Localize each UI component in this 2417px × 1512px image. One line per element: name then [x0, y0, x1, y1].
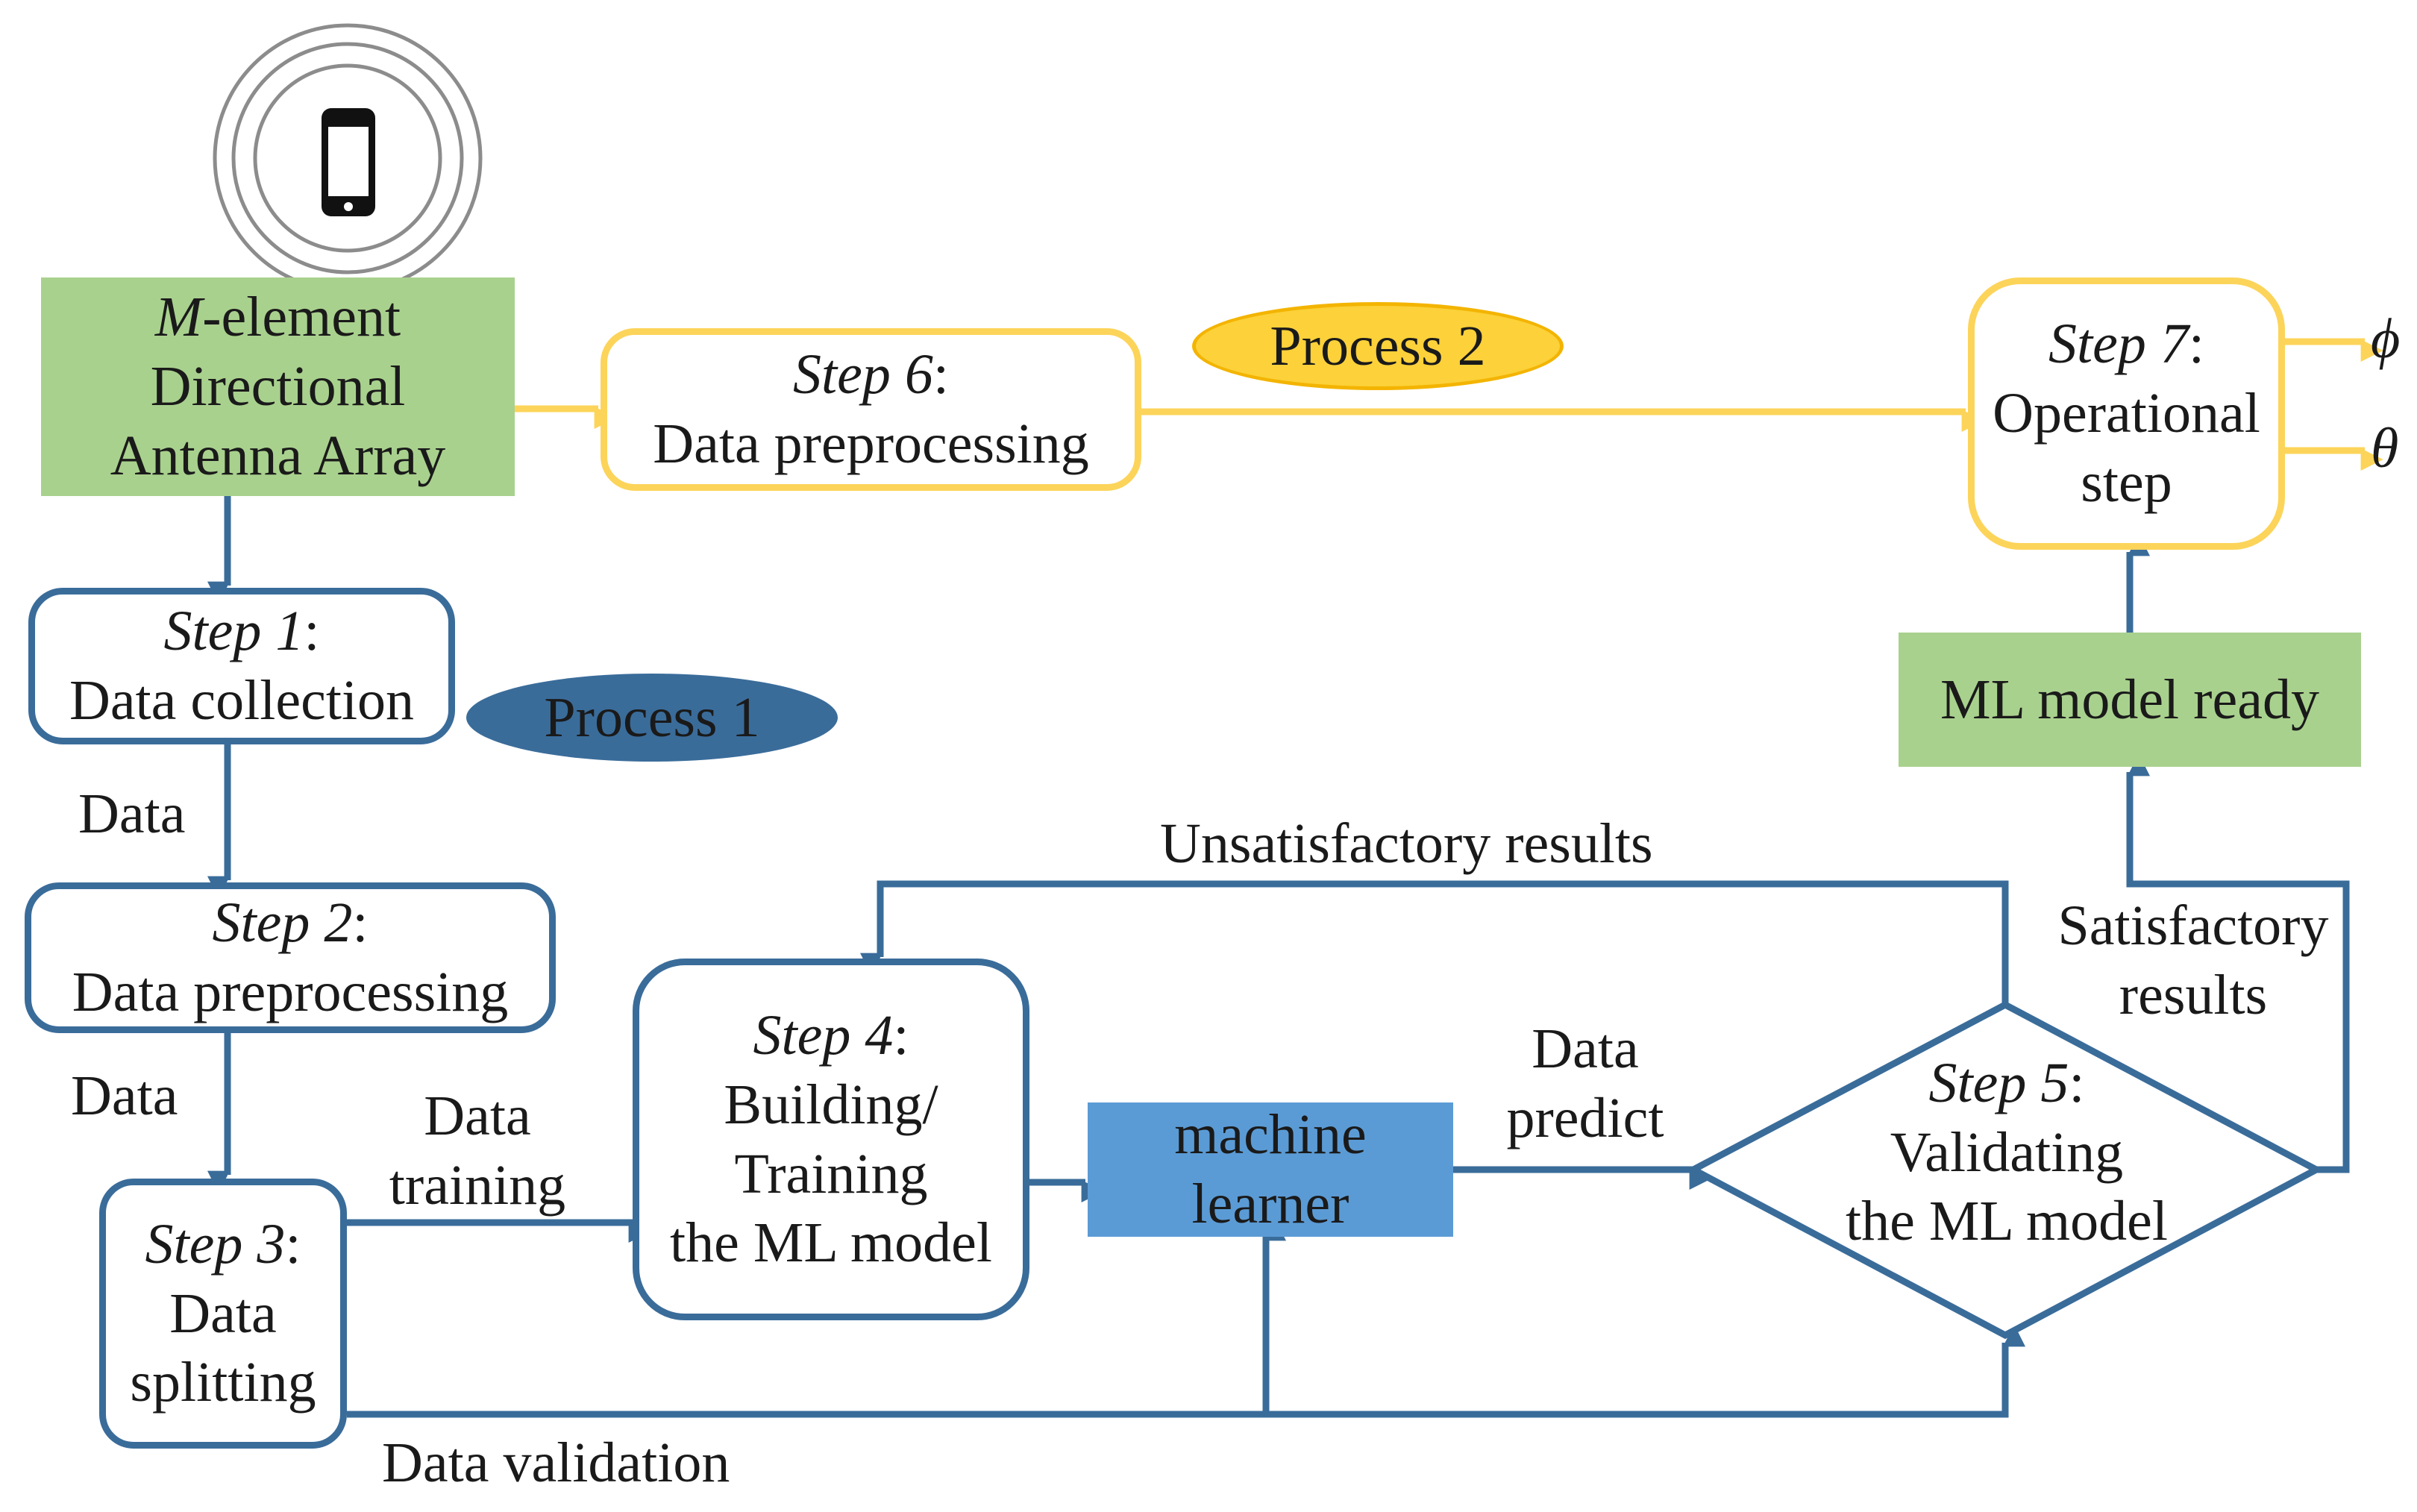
antenna-line3: Antenna Array	[110, 424, 446, 487]
process1-badge: Process 1	[466, 674, 838, 762]
label-data-training: Data training	[377, 1082, 578, 1220]
ml-ready-label: ML model ready	[1940, 668, 2319, 731]
step7-title: Step 7:	[2048, 313, 2204, 376]
step6-desc: Data preprocessing	[653, 412, 1089, 475]
step4-title: Step 4:	[753, 1004, 909, 1067]
output-theta: θ	[2371, 417, 2399, 480]
step3-line3: splitting	[130, 1351, 316, 1414]
step3-title: Step 3:	[145, 1212, 301, 1276]
step1-title: Step 1:	[163, 600, 320, 663]
step4-box: Step 4: Building/ Training the ML model	[633, 959, 1029, 1320]
step1-box: Step 1: Data collection	[28, 588, 455, 744]
smartphone-icon	[322, 108, 375, 216]
learner-line2: learner	[1191, 1173, 1349, 1235]
process2-badge: Process 2	[1192, 302, 1564, 390]
output-phi: ϕ	[2371, 307, 2401, 370]
label-data-2: Data	[71, 1064, 178, 1127]
step5-text: Step 5: Validating the ML model	[1783, 1041, 2231, 1264]
step6-box: Step 6: Data preprocessing	[601, 328, 1141, 491]
label-satisfactory-line1: Satisfactory	[2057, 894, 2329, 957]
yellow-connectors	[515, 338, 2383, 471]
process2-label: Process 2	[1270, 314, 1486, 377]
label-data-predict-line2: predict	[1506, 1086, 1664, 1149]
step6-title: Step 6:	[793, 343, 949, 407]
step4-line4: the ML model	[670, 1211, 992, 1275]
antenna-line2: Directional	[150, 355, 406, 418]
blue-connectors	[207, 496, 2350, 1418]
label-satisfactory-line2: results	[2119, 963, 2268, 1026]
machine-learner-box: machine learner	[1088, 1102, 1453, 1237]
step4-line3: Training	[734, 1142, 928, 1205]
antenna-line1: M-element	[154, 286, 401, 349]
arrow-unsatisfactory-loop	[860, 880, 2009, 1005]
step2-box: Step 2: Data preprocessing	[25, 882, 556, 1033]
ml-model-ready-box: ML model ready	[1899, 633, 2361, 767]
arrow-validation-to-step5	[347, 1324, 2025, 1418]
step7-line3: step	[2081, 451, 2172, 514]
label-satisfactory: Satisfactory results	[2040, 891, 2346, 1029]
label-data-predict: Data predict	[1496, 1014, 1675, 1152]
antenna-array-box: M-element Directional Antenna Array	[41, 277, 515, 496]
label-data-validation: Data validation	[382, 1431, 730, 1494]
step2-title: Step 2:	[212, 891, 369, 955]
step5-line3: the ML model	[1846, 1190, 2168, 1253]
arrow-satisfactory-to-ready	[2126, 753, 2350, 1173]
step5-title: Step 5:	[1928, 1051, 2085, 1114]
step3-line2: Data	[169, 1282, 277, 1345]
label-data-1: Data	[78, 782, 186, 845]
label-data-training-line1: Data	[424, 1085, 531, 1147]
label-unsatisfactory: Unsatisfactory results	[1160, 812, 1653, 875]
step5-diamond	[1686, 1000, 2324, 1340]
step7-line2: Operational	[1993, 382, 2260, 445]
step4-line2: Building/	[724, 1073, 938, 1136]
step2-desc: Data preprocessing	[72, 961, 509, 1023]
step1-desc: Data collection	[69, 669, 415, 732]
step7-box: Step 7: Operational step	[1968, 277, 2285, 550]
process1-label: Process 1	[544, 686, 760, 749]
step3-box: Step 3: Data splitting	[99, 1179, 347, 1449]
label-data-training-line2: training	[389, 1153, 566, 1217]
label-data-predict-line1: Data	[1532, 1017, 1639, 1080]
step5-line2: Validating	[1890, 1120, 2124, 1184]
learner-line1: machine	[1174, 1103, 1367, 1167]
